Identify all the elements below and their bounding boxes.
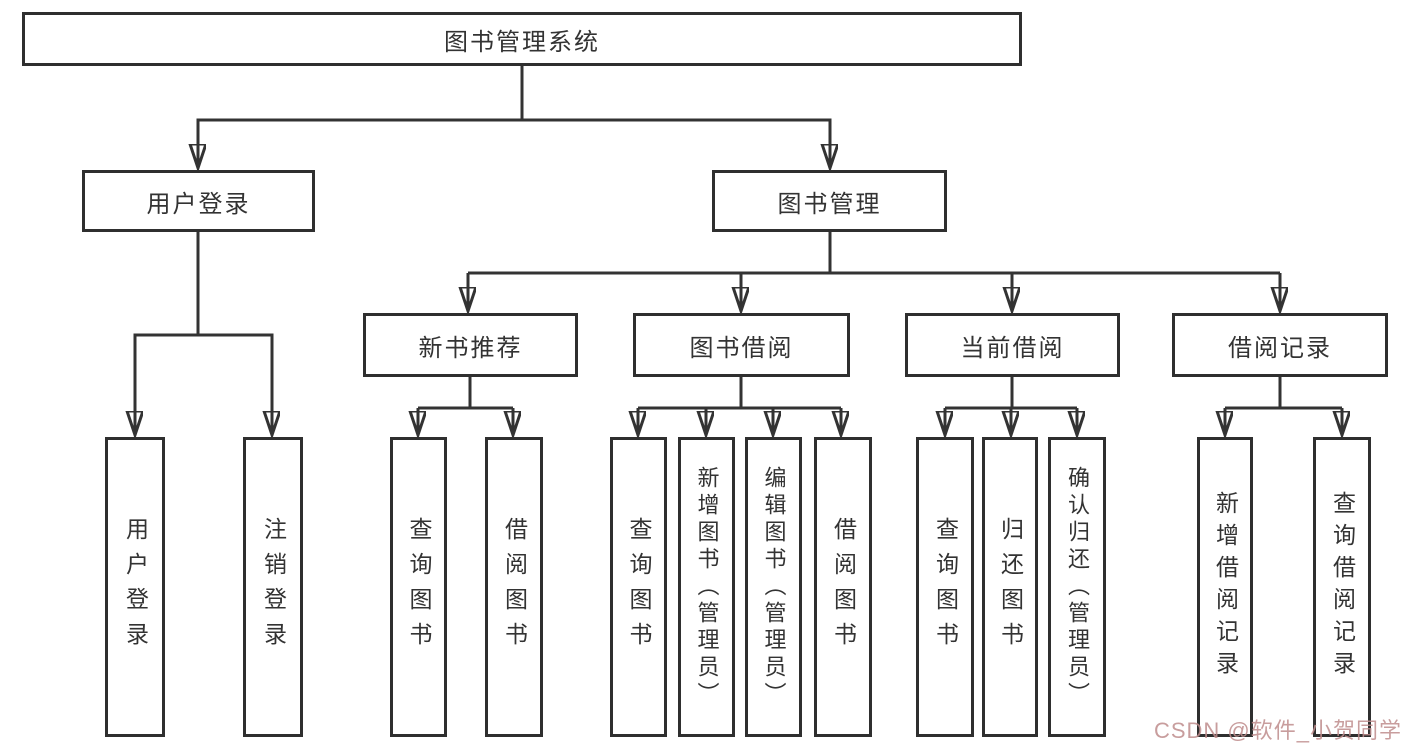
node-label: 确认归还（管理员） bbox=[1065, 465, 1090, 709]
leaf-confirm-return-admin: 确认归还（管理员） bbox=[1048, 437, 1106, 737]
node-label: 用户登录 bbox=[146, 190, 251, 218]
leaf-newbook-query-book: 查询图书 bbox=[390, 437, 447, 737]
node-label: 注销登录 bbox=[260, 517, 287, 657]
node-book-management: 图书管理 bbox=[712, 170, 947, 232]
leaf-user-login: 用户登录 bbox=[105, 437, 165, 737]
node-label: 当前借阅 bbox=[960, 334, 1065, 362]
leaf-edit-book-admin: 编辑图书（管理员） bbox=[745, 437, 802, 737]
node-label: 图书借阅 bbox=[689, 334, 794, 362]
csdn-watermark: CSDN @软件_小贺同学 bbox=[1153, 718, 1402, 743]
leaf-borrow-query-book: 查询图书 bbox=[610, 437, 667, 737]
connector-current-borrow-children bbox=[945, 377, 1077, 433]
node-new-book-recommend: 新书推荐 bbox=[363, 313, 578, 377]
node-label: 编辑图书（管理员） bbox=[761, 465, 787, 709]
node-user-login: 用户登录 bbox=[82, 170, 315, 232]
connector-borrow-record-children bbox=[1225, 377, 1342, 433]
node-borrow-record: 借阅记录 bbox=[1172, 313, 1388, 377]
node-label: 图书管理 bbox=[777, 190, 882, 218]
node-label: 借阅图书 bbox=[830, 517, 857, 657]
leaf-logout-login: 注销登录 bbox=[243, 437, 303, 737]
node-library-management-system: 图书管理系统 bbox=[22, 12, 1022, 66]
node-current-borrow: 当前借阅 bbox=[905, 313, 1120, 377]
leaf-add-borrow-record: 新增借阅记录 bbox=[1197, 437, 1253, 737]
node-label: 查询图书 bbox=[932, 517, 959, 657]
node-label: 新增借阅记录 bbox=[1212, 491, 1239, 683]
connector-new-book-children bbox=[418, 377, 513, 433]
node-label: 图书管理系统 bbox=[444, 28, 600, 56]
leaf-newbook-borrow-book: 借阅图书 bbox=[485, 437, 543, 737]
node-label: 查询图书 bbox=[626, 517, 652, 657]
node-book-borrow: 图书借阅 bbox=[633, 313, 850, 377]
node-label: 借阅图书 bbox=[501, 517, 528, 657]
node-label: 用户登录 bbox=[122, 517, 149, 657]
connector-book-mgmt-to-level3 bbox=[468, 232, 1280, 309]
connector-book-borrow-children bbox=[638, 377, 841, 433]
node-label: 归还图书 bbox=[997, 517, 1024, 657]
leaf-borrow-book: 借阅图书 bbox=[814, 437, 872, 737]
node-label: 查询图书 bbox=[406, 517, 432, 657]
connector-user-login-children bbox=[135, 232, 272, 433]
leaf-query-borrow-record: 查询借阅记录 bbox=[1313, 437, 1371, 737]
node-label: 借阅记录 bbox=[1228, 334, 1332, 362]
connector-root-to-level2 bbox=[198, 66, 830, 166]
leaf-current-query-book: 查询图书 bbox=[916, 437, 974, 737]
node-label: 新增图书（管理员） bbox=[694, 465, 720, 709]
leaf-add-book-admin: 新增图书（管理员） bbox=[678, 437, 735, 737]
node-label: 新书推荐 bbox=[418, 334, 523, 362]
leaf-return-book: 归还图书 bbox=[982, 437, 1038, 737]
node-label: 查询借阅记录 bbox=[1329, 491, 1356, 683]
